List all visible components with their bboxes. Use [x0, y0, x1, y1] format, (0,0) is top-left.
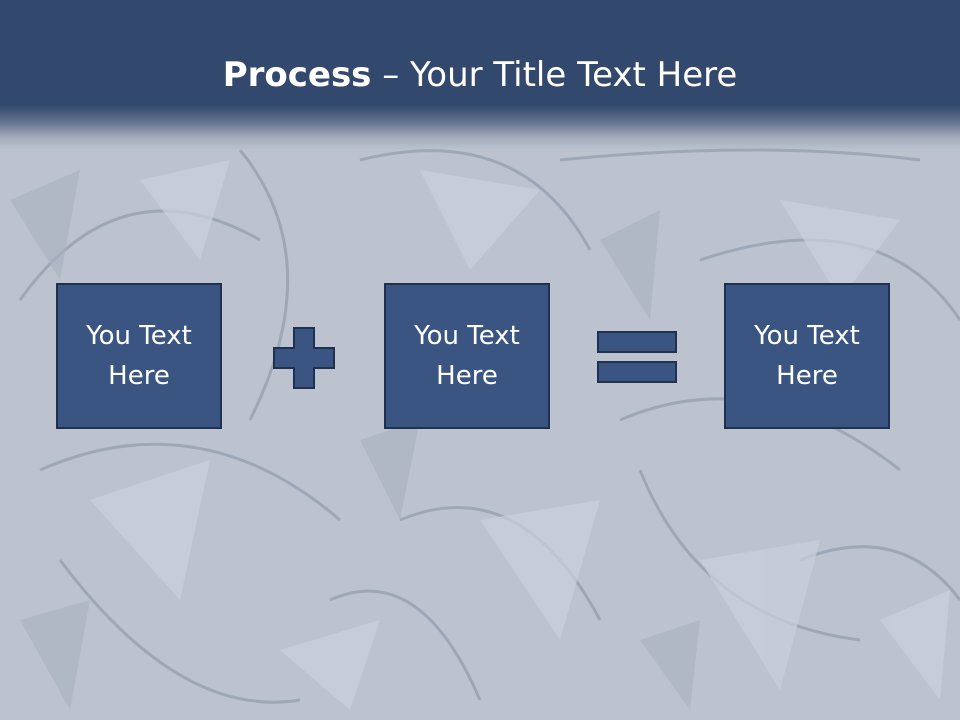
- process-box-1[interactable]: You Text Here: [56, 283, 222, 429]
- plus-icon: [273, 327, 335, 389]
- equals-icon: [597, 331, 677, 383]
- title-rest-text: – Your Title Text Here: [371, 55, 738, 95]
- process-box-1-label: You Text Here: [86, 321, 192, 391]
- process-box-2-label: You Text Here: [414, 321, 520, 391]
- slide-title: Process – Your Title Text Here: [0, 50, 960, 100]
- header-band: [0, 0, 960, 150]
- title-bold-word: Process: [222, 55, 372, 95]
- process-box-3-label: You Text Here: [754, 321, 860, 391]
- process-box-2[interactable]: You Text Here: [384, 283, 550, 429]
- process-box-3[interactable]: You Text Here: [724, 283, 890, 429]
